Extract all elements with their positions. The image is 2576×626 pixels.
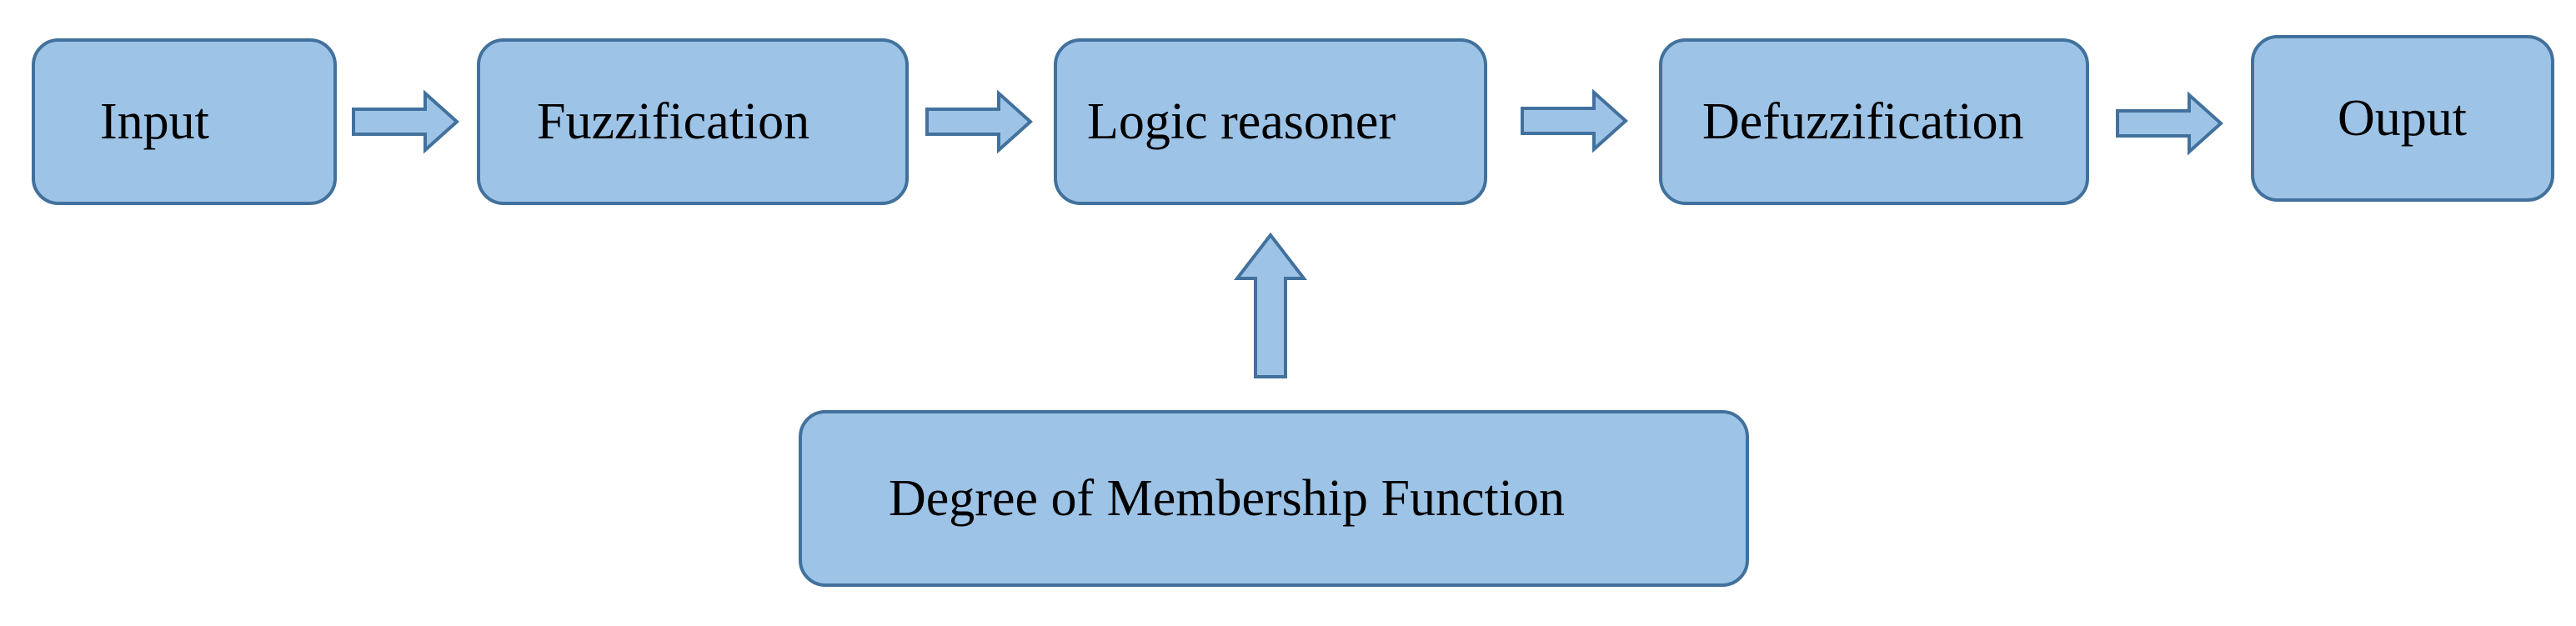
fuzzification-node-label: Fuzzification (537, 93, 810, 150)
defuzzification-node-label: Defuzzification (1702, 93, 2024, 150)
input-node: Input (32, 38, 337, 205)
input-node-label: Input (100, 93, 209, 150)
arrow-fuzzification-to-logic-reasoner (925, 89, 1033, 154)
fuzzification-node: Fuzzification (477, 38, 909, 205)
arrow-input-to-fuzzification (352, 89, 459, 154)
logic-reasoner-node: Logic reasoner (1054, 38, 1487, 205)
membership-function-node: Degree of Membership Function (799, 410, 1749, 587)
arrow-membership-to-logic-reasoner (1233, 232, 1308, 378)
output-node: Ouput (2251, 35, 2554, 202)
membership-function-node-label: Degree of Membership Function (889, 470, 1565, 527)
defuzzification-node: Defuzzification (1659, 38, 2089, 205)
logic-reasoner-node-label: Logic reasoner (1087, 93, 1396, 150)
output-node-label: Ouput (2338, 90, 2467, 147)
arrow-defuzzification-to-output (2116, 91, 2223, 156)
arrow-logic-reasoner-to-defuzzification (1521, 88, 1628, 153)
